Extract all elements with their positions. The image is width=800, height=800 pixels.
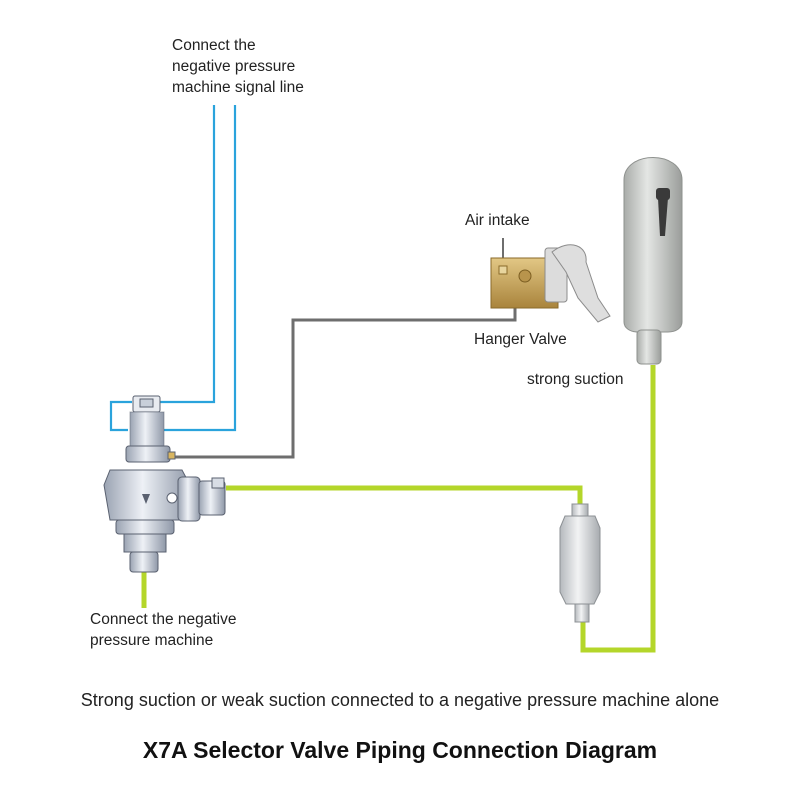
hanger-valve-label: Hanger Valve: [474, 331, 567, 348]
signal-line-label-1: Connect the: [172, 37, 256, 54]
diagram-title: X7A Selector Valve Piping Connection Dia…: [142, 737, 658, 763]
hanger-valve: [490, 238, 611, 323]
signal-line: [109, 105, 237, 432]
signal-line-label-3: machine signal line: [172, 79, 304, 96]
negative-machine-label-1: Connect the negative: [90, 611, 237, 628]
suction-line: [141, 365, 656, 653]
signal-line-label-2: negative pressure: [172, 58, 296, 75]
diagram-caption: Strong suction or weak suction connected…: [80, 690, 720, 710]
strong-suction-handpiece: [623, 157, 683, 365]
signal-line-label: Connect the negative pressure machine si…: [172, 35, 304, 98]
strong-suction-label: strong suction: [527, 371, 624, 388]
air-intake-label: Air intake: [465, 212, 530, 229]
selector-valve: [103, 395, 226, 573]
air-line: [174, 286, 517, 459]
negative-machine-label: Connect the negative pressure machine: [90, 609, 237, 651]
inline-filter: [559, 503, 601, 623]
negative-machine-label-2: pressure machine: [90, 632, 214, 649]
